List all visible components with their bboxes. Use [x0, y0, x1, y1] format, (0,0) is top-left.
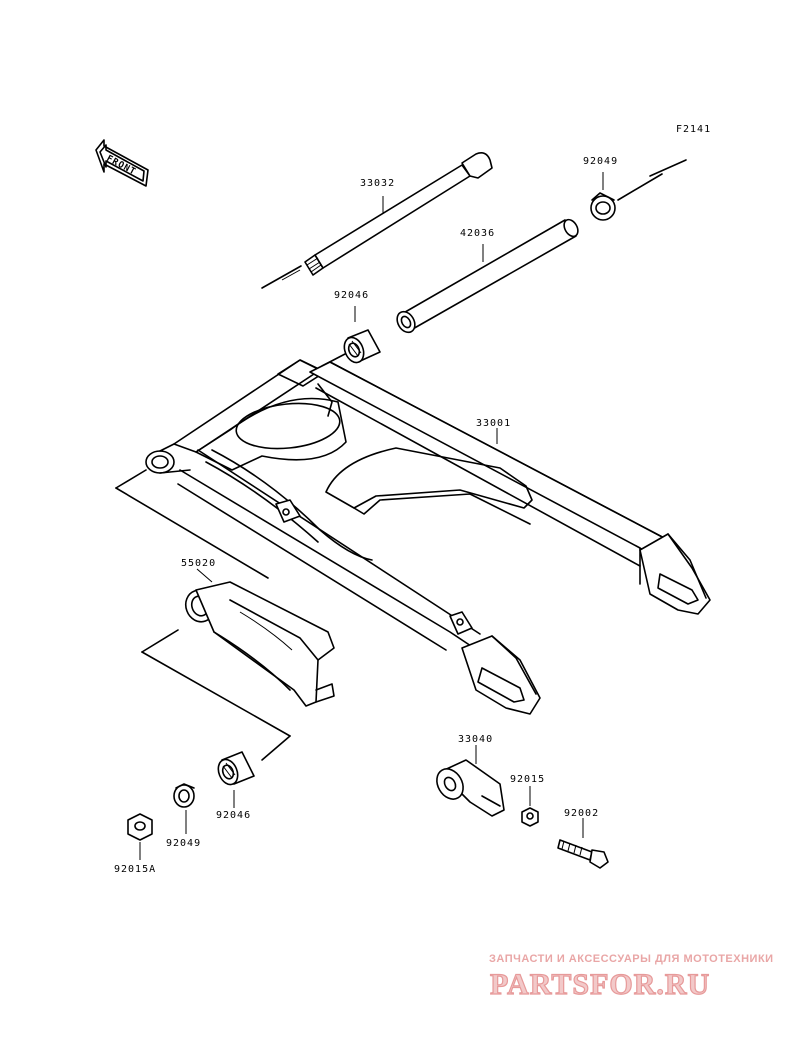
part-55020-guard — [115, 469, 335, 761]
part-33040-chain-adjuster — [436, 759, 505, 817]
part-number-92046-bottom: 92046 — [216, 810, 251, 821]
part-number-92049-bottom: 92049 — [166, 838, 201, 849]
part-33032-shaft — [261, 152, 493, 289]
part-number-92015: 92015 — [510, 774, 545, 785]
part-number-55020: 55020 — [181, 558, 216, 569]
part-number-33001: 33001 — [476, 418, 511, 429]
leader-55020 — [196, 568, 213, 583]
part-number-92015a: 92015A — [114, 864, 156, 875]
part-number-92046-top: 92046 — [334, 290, 369, 301]
part-92049-seal-top — [590, 159, 687, 221]
part-number-33040: 33040 — [458, 734, 493, 745]
part-92049-seal-bottom — [173, 783, 195, 808]
part-33001-swingarm — [145, 359, 711, 715]
part-92046-bearing-top — [321, 329, 381, 367]
part-number-92049-top: 92049 — [583, 156, 618, 167]
watermark-caption: ЗАПЧАСТИ И АКСЕССУАРЫ ДЛЯ МОТОТЕХНИКИ — [489, 953, 774, 965]
part-42036-collar — [396, 218, 579, 334]
part-92015-nut — [521, 807, 539, 827]
part-92015a-nut — [127, 813, 153, 841]
part-number-92002: 92002 — [564, 808, 599, 819]
part-number-42036: 42036 — [460, 228, 495, 239]
figure-code: F2141 — [676, 124, 711, 135]
part-92002-bolt — [557, 839, 609, 869]
front-arrow-icon: FRONT — [95, 139, 149, 187]
part-number-33032: 33032 — [360, 178, 395, 189]
watermark-brand: PARTSFOR.RU — [490, 968, 710, 1001]
part-92046-bearing-bottom — [217, 751, 255, 786]
